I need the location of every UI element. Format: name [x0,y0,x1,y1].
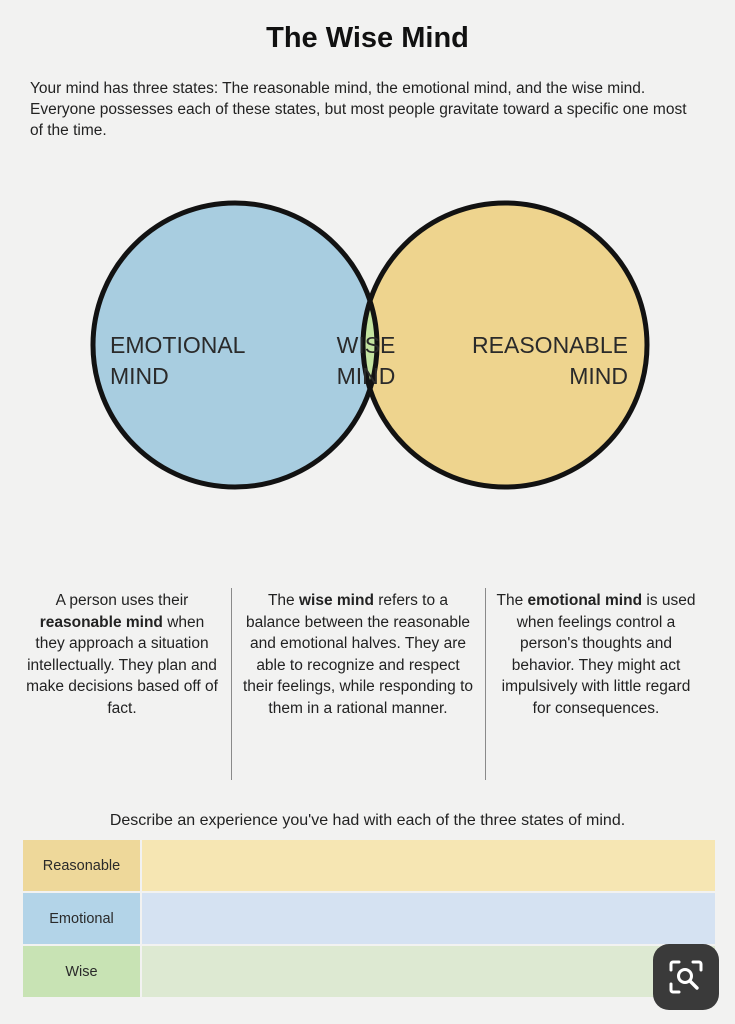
reasonable-circle [363,203,647,487]
reasonable-answer-field[interactable] [142,840,715,891]
emotional-circle-outline [90,200,380,490]
worksheet-row-reasonable: Reasonable [23,840,715,891]
worksheet-row-wise: Wise [23,946,715,997]
wise-desc-post: refers to a balance between the reasonab… [242,592,474,717]
row-label: Reasonable [23,840,140,891]
emotional-desc-bold: emotional mind [527,592,643,609]
page-title: The Wise Mind [266,22,469,54]
emotional-description: The emotional mind is used when feelings… [494,590,698,719]
wise-desc-bold: wise mind [298,592,374,609]
reasonable-desc-pre: A person uses their [55,592,189,609]
column-divider [231,588,232,780]
wise-description: The wise mind refers to a balance betwee… [240,590,476,719]
emotional-desc-pre: The [496,592,528,609]
image-search-icon [669,960,703,994]
wise-label-line2: MIND [337,363,396,389]
emotional-desc-post: is used when feelings control a person's… [501,592,696,717]
reasonable-circle-outline [360,200,650,490]
reasonable-description: A person uses their reasonable mind when… [24,590,220,719]
worksheet-prompt: Describe an experience you've had with e… [109,812,626,829]
reasonable-label-line2: MIND [569,363,628,389]
wise-desc-pre: The [267,592,299,609]
emotional-circle [93,203,377,487]
row-label: Emotional [23,893,140,944]
reasonable-desc-bold: reasonable mind [39,613,163,631]
image-search-button[interactable] [653,944,719,1010]
emotional-label-line1: EMOTIONAL [110,332,246,358]
wise-label-line1: WISE [337,332,396,358]
wise-answer-field[interactable] [142,946,715,997]
worksheet-row-emotional: Emotional [23,893,715,944]
column-divider [485,588,486,780]
reasonable-label-line1: REASONABLE [472,332,628,358]
row-label: Wise [23,946,140,997]
venn-diagram: EMOTIONAL MIND WISE MIND REASONABLE MIND [90,200,650,490]
emotional-label-line2: MIND [110,363,169,389]
worksheet-table: Reasonable Emotional Wise [23,840,715,999]
intro-paragraph: Your mind has three states: The reasonab… [30,80,687,139]
reasonable-desc-post: when they approach a situation intellect… [26,613,218,717]
emotional-answer-field[interactable] [142,893,715,944]
